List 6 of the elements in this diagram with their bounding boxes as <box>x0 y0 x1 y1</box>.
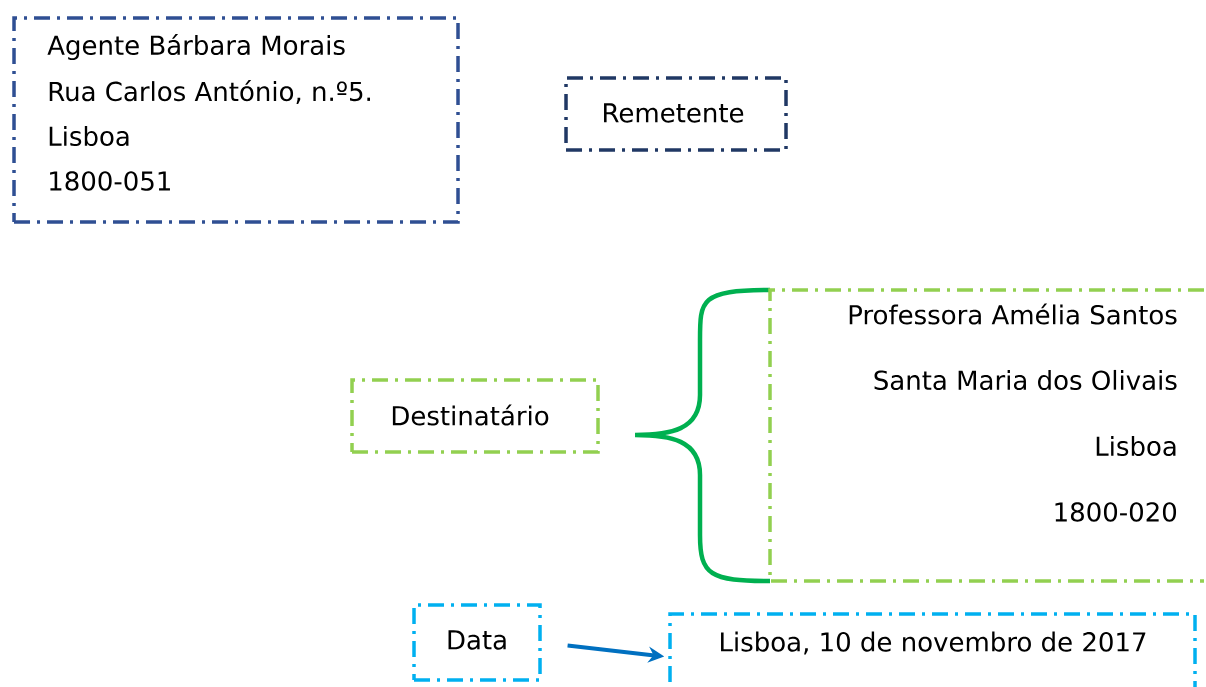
date-box: Lisboa, 10 de novembro de 2017 <box>668 612 1197 687</box>
address-box: Professora Amélia Santos Santa Maria dos Olivais Lisboa 1800-020 <box>768 288 1204 583</box>
label-box: Remetente <box>564 76 788 152</box>
address-box: Agente Bárbara Morais Rua Carlos António, n.º5. Lisboa 1800-051 <box>12 16 460 224</box>
label-box: Data <box>412 603 542 682</box>
label-box: Destinatário <box>350 378 600 454</box>
